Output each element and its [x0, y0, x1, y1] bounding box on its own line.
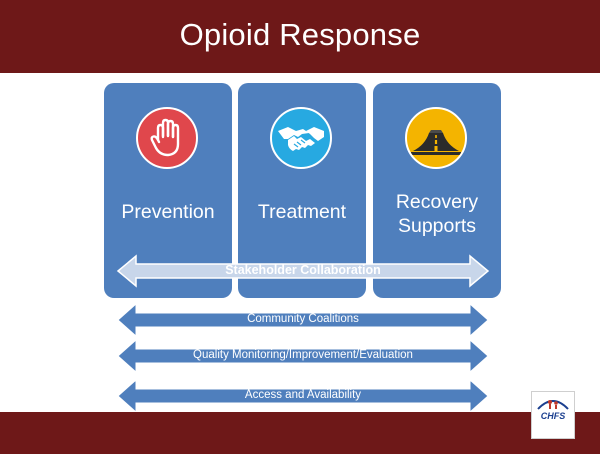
- stakeholder-collaboration-label: Stakeholder Collaboration: [225, 263, 381, 277]
- community-coalitions-label: Community Coalitions: [247, 313, 359, 325]
- pillar-recovery-supports: Recovery Supports: [373, 83, 501, 298]
- footer-bar: [0, 412, 600, 454]
- quality-arrow: [117, 338, 489, 374]
- stop-hand-icon: [136, 107, 198, 169]
- slide-title: Opioid Response: [179, 17, 421, 52]
- pillar-label-treatment: Treatment: [257, 201, 347, 223]
- pillar-prevention: Prevention: [104, 83, 232, 298]
- pillar-label-prevention: Prevention: [121, 201, 215, 223]
- pillar-treatment: Treatment: [238, 83, 366, 298]
- pillar-label-recovery: Recovery: [395, 191, 479, 213]
- title-bar: Opioid Response: [0, 0, 600, 73]
- pillar-label-supports: Supports: [397, 215, 477, 237]
- quality-monitoring-label: Quality Monitoring/Improvement/Evaluatio…: [193, 349, 413, 361]
- access-arrow: [117, 378, 489, 414]
- chfs-logo: CHFS: [531, 391, 575, 439]
- community-arrow: [117, 302, 489, 338]
- logo-text: CHFS: [540, 411, 566, 421]
- handshake-icon: [270, 107, 332, 169]
- stakeholder-arrow: [116, 254, 490, 288]
- road-icon: [405, 107, 467, 169]
- access-availability-label: Access and Availability: [244, 389, 362, 401]
